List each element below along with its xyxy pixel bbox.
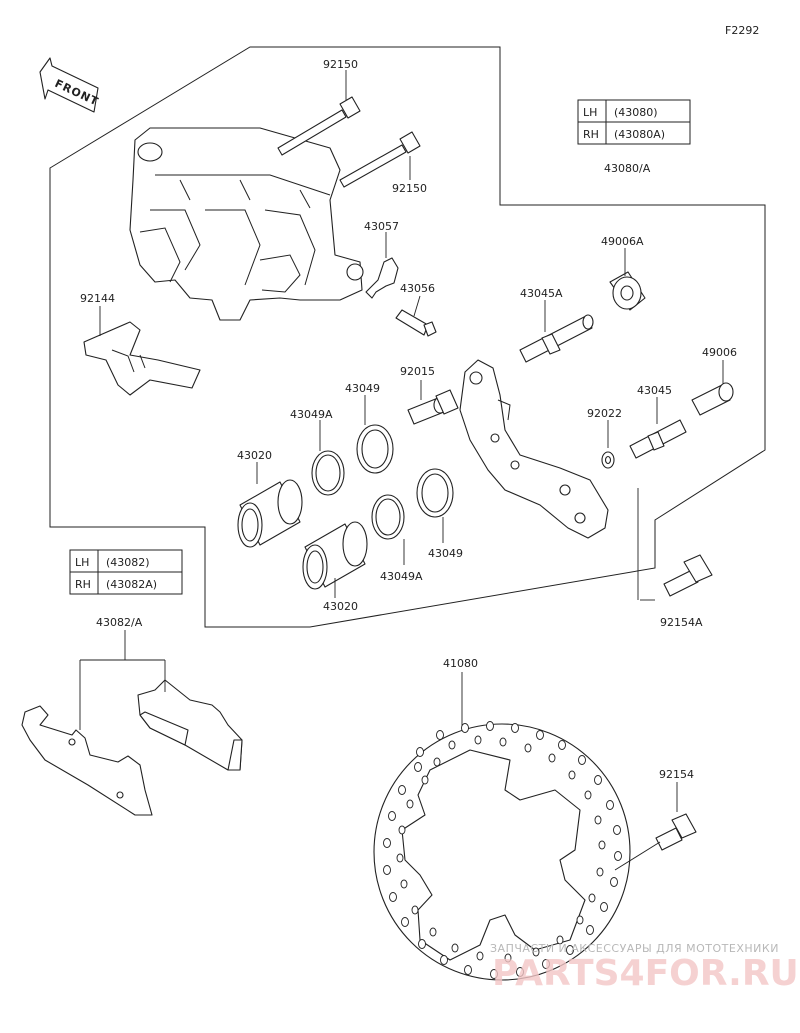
bracket-pin-short: [629, 419, 687, 459]
svg-text:(43082A): (43082A): [106, 578, 157, 591]
svg-text:LH: LH: [75, 556, 89, 569]
label-43020-upper: 43020: [237, 449, 272, 462]
watermark-tagline: ЗАПЧАСТИ И АКСЕССУАРЫ ДЛЯ МОТОТЕХНИКИ: [490, 942, 779, 955]
label-92022: 92022: [587, 407, 622, 420]
washer: [601, 451, 615, 469]
label-41080: 41080: [443, 657, 478, 670]
svg-text:(43080): (43080): [614, 106, 658, 119]
piston-lower: [302, 521, 368, 590]
label-43020-lower: 43020: [323, 600, 358, 613]
brake-pad-left: [21, 705, 153, 816]
front-arrow-icon: FRONT: [39, 57, 101, 113]
slide-pin-upper: [277, 96, 361, 156]
label-43045A: 43045A: [520, 287, 563, 300]
bracket-mount-bolt: [663, 554, 713, 597]
pin-boot-small: [691, 382, 734, 416]
bracket-bolt-sleeve: [407, 389, 459, 425]
label-43049-upper: 43049: [345, 382, 380, 395]
label-43056: 43056: [400, 282, 435, 295]
label-43049A-lower: 43049A: [380, 570, 423, 583]
caliper-bracket: [459, 359, 609, 539]
brake-disc: [373, 721, 631, 981]
pad-spring: [83, 321, 201, 396]
label-92150-upper: 92150: [323, 58, 358, 71]
piston-seal-lower-large: [416, 468, 454, 518]
svg-text:(43082): (43082): [106, 556, 150, 569]
label-43082: 43082/A: [96, 616, 143, 629]
bracket-pin-long: [519, 314, 594, 363]
figure-code: F2292: [725, 24, 759, 37]
assembly-outline: [49, 46, 766, 628]
label-92154: 92154: [659, 768, 694, 781]
piston-upper: [237, 479, 303, 548]
disc-mount-bolt: [655, 813, 697, 851]
piston-seal-upper-small: [311, 450, 345, 496]
caliper-body: [129, 127, 364, 321]
label-92150-lower: 92150: [392, 182, 427, 195]
svg-text:RH: RH: [75, 578, 91, 591]
label-43080: 43080/A: [604, 162, 651, 175]
label-49006: 49006: [702, 346, 737, 359]
bleeder-valve: [395, 309, 437, 337]
label-92154A: 92154A: [660, 616, 703, 629]
label-43045: 43045: [637, 384, 672, 397]
bleeder-cap: [365, 257, 399, 299]
pin-boot-large: [609, 271, 646, 311]
slide-pin-lower: [339, 131, 421, 188]
piston-seal-lower-small: [371, 494, 405, 540]
label-49006A: 49006A: [601, 235, 644, 248]
label-43049-lower: 43049: [428, 547, 463, 560]
label-92015: 92015: [400, 365, 435, 378]
brake-pad-right: [137, 679, 243, 771]
caliper-side-table: LH (43080) RH (43080A): [577, 99, 691, 145]
label-43049A-upper: 43049A: [290, 408, 333, 421]
watermark-logo: PARTS4FOR.RU: [492, 953, 799, 994]
label-43057: 43057: [364, 220, 399, 233]
label-92144: 92144: [80, 292, 115, 305]
disc-holes: [383, 721, 622, 979]
svg-text:RH: RH: [583, 128, 599, 141]
pad-side-table: LH (43082) RH (43082A): [69, 549, 183, 595]
svg-text:(43080A): (43080A): [614, 128, 665, 141]
piston-seal-upper-large: [356, 424, 394, 474]
svg-text:LH: LH: [583, 106, 597, 119]
